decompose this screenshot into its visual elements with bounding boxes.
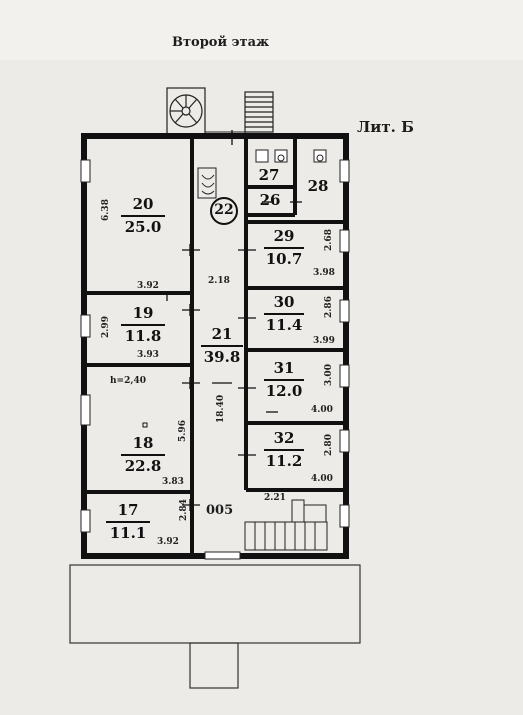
dim-stair-width: 2.21 — [264, 493, 286, 503]
column-mark — [142, 422, 148, 428]
annex — [69, 564, 361, 689]
room-26: 26 — [259, 191, 281, 209]
outer-stair — [244, 91, 274, 133]
door-marks — [166, 130, 302, 511]
inner-stair — [197, 167, 217, 199]
dim-r30-height: 2.86 — [323, 296, 334, 318]
room-27: 27 — [256, 167, 282, 190]
dim-r29-height: 2.68 — [323, 229, 334, 251]
dim-r19-width: 3.93 — [137, 350, 159, 360]
bottom-stair — [244, 499, 328, 551]
ceiling-height: h=2,40 — [110, 376, 147, 386]
page-title: Второй этаж — [172, 35, 270, 50]
letter-label: Лит. Б — [357, 118, 414, 136]
dim-r17-height: 2.84 — [178, 499, 189, 521]
dim-r20-height: 6.38 — [100, 199, 111, 221]
room-28: 28 — [307, 177, 329, 195]
dim-r18-height: 5.96 — [177, 420, 188, 442]
dim-r18-width: 3.83 — [162, 477, 184, 487]
dim-r31-width: 4.00 — [311, 405, 333, 415]
dim-r29-width: 3.98 — [313, 268, 335, 278]
dim-r32-height: 2.80 — [323, 434, 334, 456]
dim-r20-width: 3.92 — [137, 281, 159, 291]
dim-r31-height: 3.00 — [323, 364, 334, 386]
code-label: 005 — [206, 503, 234, 518]
dim-r30-width: 3.99 — [313, 336, 335, 346]
landing-number: 22 — [214, 202, 234, 218]
dim-r17-width: 3.92 — [157, 537, 179, 547]
windows — [80, 159, 350, 560]
interior-walls — [87, 139, 343, 553]
dim-corridor-length: 18.40 — [216, 394, 227, 424]
dim-corridor-width: 2.18 — [208, 276, 230, 286]
dim-r19-height: 2.99 — [100, 316, 111, 338]
toilet-icon — [255, 149, 327, 163]
dim-r32-width: 4.00 — [311, 474, 333, 484]
landing-circle — [210, 197, 238, 225]
